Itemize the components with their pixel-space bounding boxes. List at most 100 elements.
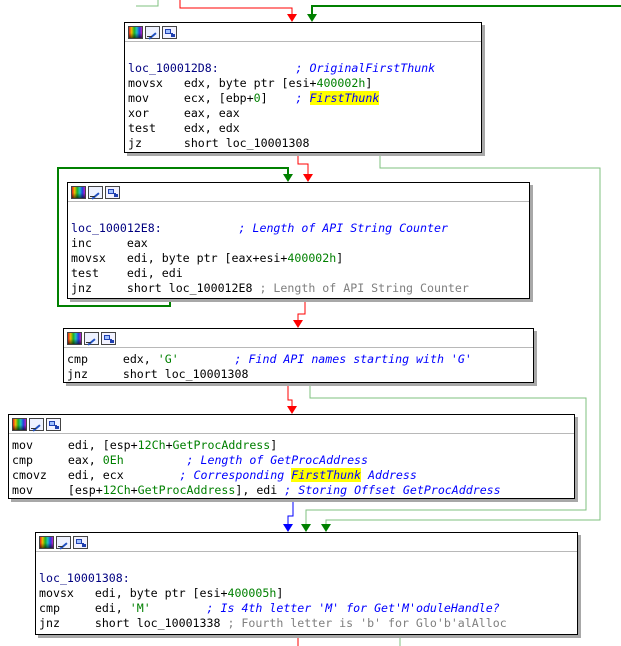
code-comment: ; Is 4th letter 'M' for Get'M'oduleHandl… xyxy=(206,601,500,615)
arrow-node3-to-node4-red xyxy=(287,406,297,414)
code-text: jnz short loc_10001338 xyxy=(39,616,228,630)
edge-incoming-green xyxy=(311,5,621,18)
code-line[interactable]: movsx edx, byte ptr [esi+400002h] xyxy=(128,76,481,91)
code-line[interactable] xyxy=(71,206,529,221)
edge-incoming-passive xyxy=(136,0,159,7)
code-line[interactable]: loc_10001308: xyxy=(39,571,577,586)
code-text: + xyxy=(165,438,173,452)
code-line[interactable]: mov ecx, [ebp+0] ; FirstThunk xyxy=(128,91,481,106)
code-operand-name: 0Eh xyxy=(102,453,124,467)
code-line[interactable]: xor eax, eax xyxy=(128,106,481,121)
rename-pencil-icon[interactable] xyxy=(88,185,103,199)
code-line[interactable] xyxy=(39,556,577,571)
code-comment: ; OriginalFirstThunk xyxy=(295,61,436,75)
code-text: jnz short loc_10001308 xyxy=(67,367,249,381)
code-line[interactable]: test edi, edi xyxy=(71,266,529,281)
code-comment: Address xyxy=(361,468,417,482)
code-text: + xyxy=(130,483,138,497)
code-operand-name: 400002h xyxy=(287,251,337,265)
code-text: mov edi, [esp+ xyxy=(12,438,138,452)
graph-view-icon[interactable] xyxy=(101,331,116,345)
code-comment: ; Storing Offset GetProcAddress xyxy=(284,483,501,497)
rename-pencil-icon[interactable] xyxy=(84,331,99,345)
code-line[interactable]: jnz short loc_10001308 xyxy=(67,367,533,382)
code-line[interactable]: inc eax xyxy=(71,236,529,251)
code-line[interactable]: cmp eax, 0Eh ; Length of GetProcAddress xyxy=(12,453,574,468)
node-loc-100012e8[interactable]: loc_100012E8: ; Length of API String Cou… xyxy=(67,182,530,299)
graph-view-icon[interactable] xyxy=(46,417,61,431)
code-text: cmp edi, xyxy=(39,601,130,615)
node-toolbar xyxy=(68,183,529,202)
code-text: ] xyxy=(276,586,284,600)
code-line[interactable]: loc_100012E8: ; Length of API String Cou… xyxy=(71,221,529,236)
code-text: movsx edi, byte ptr [eax+esi+ xyxy=(71,251,288,265)
code-text xyxy=(179,352,235,366)
rename-pencil-icon[interactable] xyxy=(56,535,71,549)
code-line[interactable]: jz short loc_10001308 xyxy=(128,136,481,151)
color-palette-icon[interactable] xyxy=(12,417,27,431)
graph-view-icon[interactable] xyxy=(73,535,88,549)
node-code: cmp edx, 'G' ; Find API names starting w… xyxy=(64,348,533,384)
code-text: jz short loc_10001308 xyxy=(128,136,310,150)
color-palette-icon[interactable] xyxy=(128,25,143,39)
code-operand-name: 12Ch xyxy=(137,438,166,452)
rename-pencil-icon[interactable] xyxy=(145,25,160,39)
code-repeatable-comment: ; Fourth letter is 'b' for Glo'b'alAlloc xyxy=(227,616,507,630)
rename-pencil-icon[interactable] xyxy=(29,417,44,431)
node-toolbar xyxy=(125,23,481,42)
code-line[interactable]: test edx, edx xyxy=(128,121,481,136)
code-text: test edx, edx xyxy=(128,121,240,135)
code-comment: ; xyxy=(295,91,310,105)
color-palette-icon[interactable] xyxy=(71,185,86,199)
code-line[interactable]: movsx edi, byte ptr [eax+esi+400002h] xyxy=(71,251,529,266)
node-toolbar xyxy=(9,415,574,434)
code-text: cmovz edi, ecx xyxy=(12,468,180,482)
arrow-node3-to-loc10001308 xyxy=(301,524,311,532)
arrow-node1-to-loc10001308 xyxy=(321,524,331,532)
code-line[interactable]: cmp edi, 'M' ; Is 4th letter 'M' for Get… xyxy=(39,601,577,616)
code-operand-name: 400002h xyxy=(316,76,366,90)
node-loc-10001308[interactable]: loc_10001308:movsx edi, byte ptr [esi+40… xyxy=(35,532,578,635)
code-comment: ; Length of API String Counter xyxy=(238,221,448,235)
code-text: mov [esp+ xyxy=(12,483,103,497)
node-code: mov edi, [esp+12Ch+GetProcAddress]cmp ea… xyxy=(9,434,574,500)
graph-view-icon[interactable] xyxy=(162,25,177,39)
code-operand-name: 0 xyxy=(253,91,261,105)
edge-node2-to-node3-red xyxy=(297,300,306,324)
code-comment: ; Corresponding xyxy=(179,468,292,482)
code-text: mov ecx, [ebp+ xyxy=(128,91,254,105)
code-text: ] xyxy=(365,76,373,90)
arrow-node1-to-node2-red xyxy=(303,174,313,182)
node-code: loc_100012E8: ; Length of API String Cou… xyxy=(68,202,529,298)
node-toolbar xyxy=(36,533,577,552)
arrow-node4-to-node5-blue xyxy=(283,524,293,532)
color-palette-icon[interactable] xyxy=(67,331,82,345)
code-text: ] xyxy=(336,251,344,265)
code-label: loc_100012D8: xyxy=(128,61,219,75)
node-toolbar xyxy=(64,329,533,348)
code-line[interactable]: mov [esp+12Ch+GetProcAddress], edi ; Sto… xyxy=(12,483,574,498)
code-label: loc_100012E8: xyxy=(71,221,162,235)
code-text: cmp edx, xyxy=(67,352,158,366)
code-label: loc_10001308: xyxy=(39,571,130,585)
code-text xyxy=(151,601,207,615)
node-cmp-g[interactable]: cmp edx, 'G' ; Find API names starting w… xyxy=(63,328,534,383)
arrow-incoming-red xyxy=(287,14,297,22)
code-line[interactable]: loc_100012D8: ; OriginalFirstThunk xyxy=(128,61,481,76)
code-text: xor eax, eax xyxy=(128,106,240,120)
code-line[interactable]: cmovz edi, ecx ; Corresponding FirstThun… xyxy=(12,468,574,483)
code-line[interactable]: mov edi, [esp+12Ch+GetProcAddress] xyxy=(12,438,574,453)
code-line[interactable]: jnz short loc_100012E8 ; Length of API S… xyxy=(71,281,529,296)
code-line[interactable]: jnz short loc_10001338 ; Fourth letter i… xyxy=(39,616,577,631)
code-operand-name: 'M' xyxy=(129,601,151,615)
code-line[interactable] xyxy=(128,46,481,61)
code-line[interactable]: cmp edx, 'G' ; Find API names starting w… xyxy=(67,352,533,367)
color-palette-icon[interactable] xyxy=(39,535,54,549)
code-line[interactable]: movsx edi, byte ptr [esi+400005h] xyxy=(39,586,577,601)
edge-node3-to-node4-red xyxy=(287,384,293,410)
code-text: movsx edx, byte ptr [esi+ xyxy=(128,76,317,90)
node-getprocaddress[interactable]: mov edi, [esp+12Ch+GetProcAddress]cmp ea… xyxy=(8,414,575,499)
graph-view-icon[interactable] xyxy=(105,185,120,199)
